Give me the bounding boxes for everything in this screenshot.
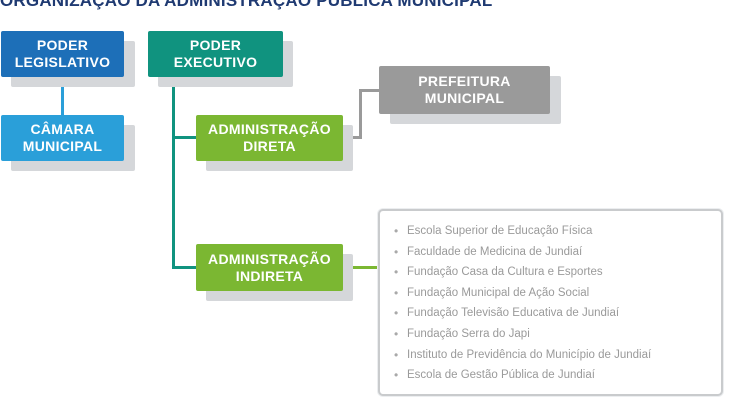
bullet-icon: • xyxy=(394,326,399,341)
node-poder-executivo-line2: EXECUTIVO xyxy=(173,54,258,70)
node-administracao-indireta-line1: ADMINISTRAÇÃO xyxy=(208,250,331,267)
node-administracao-direta-line2: DIRETA xyxy=(243,138,296,154)
node-administracao-indireta: ADMINISTRAÇÃO INDIRETA xyxy=(196,244,343,291)
list-item: • Instituto de Previdência do Município d… xyxy=(394,345,721,366)
node-poder-executivo: PODER EXECUTIVO xyxy=(148,31,283,77)
list-item: • Faculdade de Medicina de Jundiaí xyxy=(394,242,721,263)
node-poder-legislativo-line1: PODER xyxy=(36,37,89,53)
node-administracao-indireta-line2: INDIRETA xyxy=(235,267,304,284)
indireta-entities-list: • Escola Superior de Educação Física • Fac… xyxy=(380,211,721,386)
node-prefeitura-municipal-line1: PREFEITURA xyxy=(418,73,511,89)
bullet-icon: • xyxy=(394,347,399,362)
node-administracao-direta: ADMINISTRAÇÃO DIRETA xyxy=(196,115,343,161)
bullet-icon: • xyxy=(394,224,399,238)
list-item-label: Instituto de Previdência do Município de… xyxy=(407,348,652,361)
list-item-label: Escola de Gestão Pública de Jundiaí xyxy=(407,369,595,382)
node-camara-municipal-line1: CÂMARA xyxy=(30,121,95,137)
list-item-label: Fundação Serra do Japi xyxy=(407,327,530,340)
bullet-icon: • xyxy=(394,265,399,280)
list-item: • Fundação Televisão Educativa de Jundiaí xyxy=(394,303,721,324)
node-camara-municipal: CÂMARA MUNICIPAL xyxy=(1,115,124,161)
node-prefeitura-municipal-line2: MUNICIPAL xyxy=(424,90,505,106)
list-item-label: Fundação Televisão Educativa de Jundiaí xyxy=(407,307,620,320)
connector-executivo-trunk xyxy=(172,77,175,269)
list-item-label: Fundação Casa da Cultura e Esportes xyxy=(407,266,603,279)
connector-trunk-direta xyxy=(172,136,196,139)
connector-legislativo-camara xyxy=(61,77,64,115)
node-prefeitura-municipal: PREFEITURA MUNICIPAL xyxy=(379,66,550,114)
list-item-label: Faculdade de Medicina de Jundiaí xyxy=(407,245,583,258)
list-item: • Escola de Gestão Pública de Jundiaí xyxy=(394,365,721,386)
node-poder-executivo-line1: PODER xyxy=(189,37,242,53)
bullet-icon: • xyxy=(394,306,399,321)
connector-prefeitura-horizontal xyxy=(359,89,380,92)
diagram-title: ORGANIZAÇÃO DA ADMINISTRAÇÃO PÚBLICA MUN… xyxy=(0,0,493,10)
list-item: • Fundação Municipal de Ação Social xyxy=(394,283,721,304)
list-item: • Escola Superior de Educação Física xyxy=(394,221,721,242)
node-administracao-direta-line1: ADMINISTRAÇÃO xyxy=(208,121,331,137)
bullet-icon: • xyxy=(394,244,399,259)
connector-indireta-list xyxy=(343,266,379,269)
list-item: • Fundação Casa da Cultura e Esportes xyxy=(394,262,721,283)
node-poder-legislativo-line2: LEGISLATIVO xyxy=(14,54,111,70)
bullet-icon: • xyxy=(394,285,399,300)
list-item-label: Fundação Municipal de Ação Social xyxy=(407,286,590,299)
connector-trunk-indireta xyxy=(172,266,196,269)
connector-prefeitura-vertical xyxy=(359,89,362,139)
node-poder-legislativo: PODER LEGISLATIVO xyxy=(1,31,124,77)
node-camara-municipal-line2: MUNICIPAL xyxy=(22,138,103,154)
indireta-entities-box: • Escola Superior de Educação Física • Fac… xyxy=(378,209,723,396)
list-item-label: Escola Superior de Educação Física xyxy=(407,225,593,237)
list-item: • Fundação Serra do Japi xyxy=(394,324,721,345)
bullet-icon: • xyxy=(394,368,399,383)
